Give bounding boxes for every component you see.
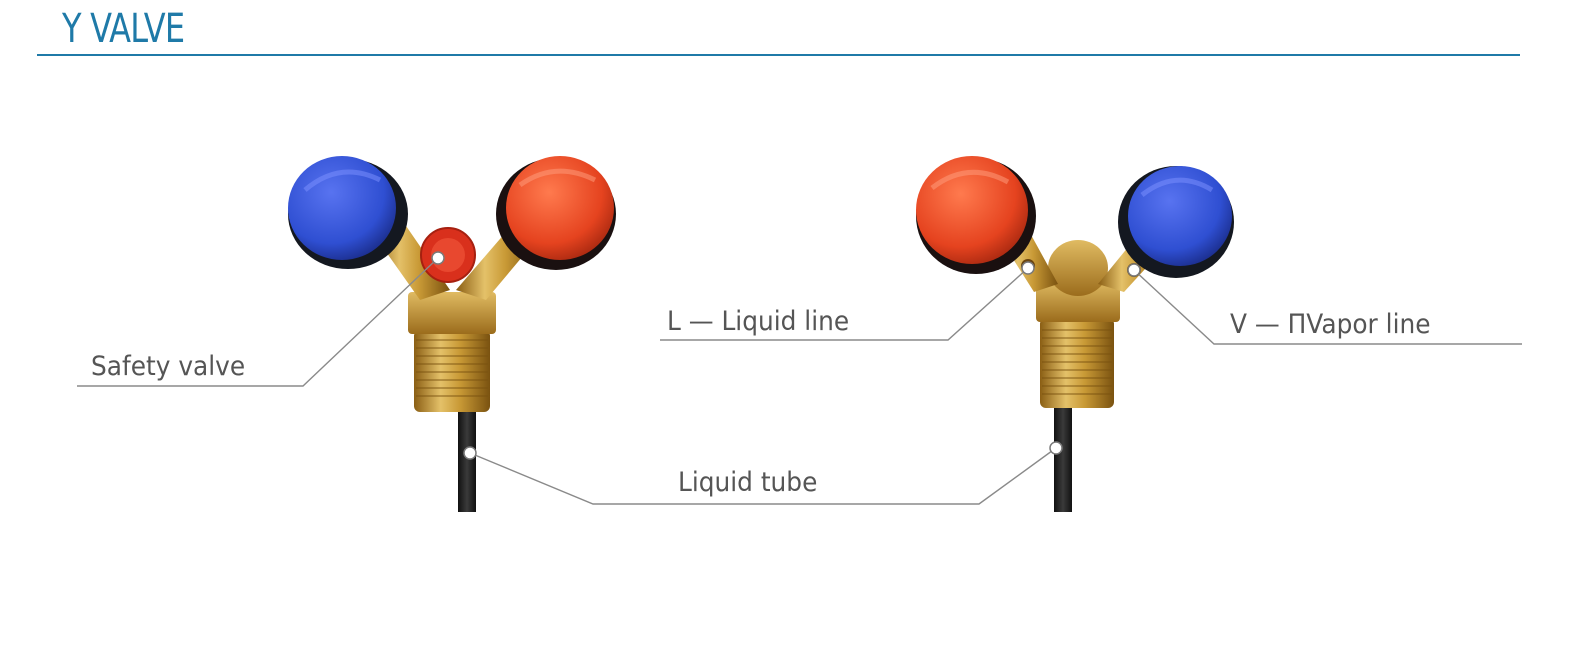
blue-knob-right-valve	[1118, 166, 1234, 278]
leader-liquid-tube	[469, 447, 1057, 505]
label-vapor-line: V — ΠVapor line	[1230, 309, 1431, 340]
red-knob-left-valve	[496, 156, 616, 270]
thread-lines-right	[1042, 329, 1112, 395]
label-liquid-line: L — Liquid line	[667, 306, 850, 337]
leader-safety-valve	[77, 257, 439, 387]
red-knob-right-valve	[916, 156, 1036, 274]
thread-lines-left	[416, 339, 488, 397]
leader-vapor-line	[1133, 269, 1522, 345]
title-underline	[37, 54, 1520, 56]
dot-liquid-tube-left	[463, 446, 477, 460]
blue-knob-left-valve	[288, 156, 408, 269]
threaded-body-left	[414, 330, 490, 412]
dot-vapor-line	[1127, 263, 1141, 277]
center-boss-right	[1048, 240, 1108, 296]
page-title: Y VALVE	[62, 6, 185, 52]
liquid-tube-right	[1054, 395, 1072, 512]
leader-liquid-line	[660, 267, 1029, 341]
label-liquid-tube: Liquid tube	[678, 467, 818, 498]
leader-lines	[77, 257, 1522, 505]
left-valve-assembly	[288, 156, 616, 512]
dot-liquid-tube-right	[1049, 441, 1063, 455]
dot-liquid-line	[1021, 261, 1035, 275]
hex-nut-right	[1036, 280, 1120, 322]
right-valve-assembly	[916, 156, 1234, 512]
label-safety-valve: Safety valve	[91, 351, 246, 382]
dot-safety-valve	[431, 251, 445, 265]
callout-dots	[431, 251, 1141, 460]
hex-nut-left	[408, 292, 496, 334]
